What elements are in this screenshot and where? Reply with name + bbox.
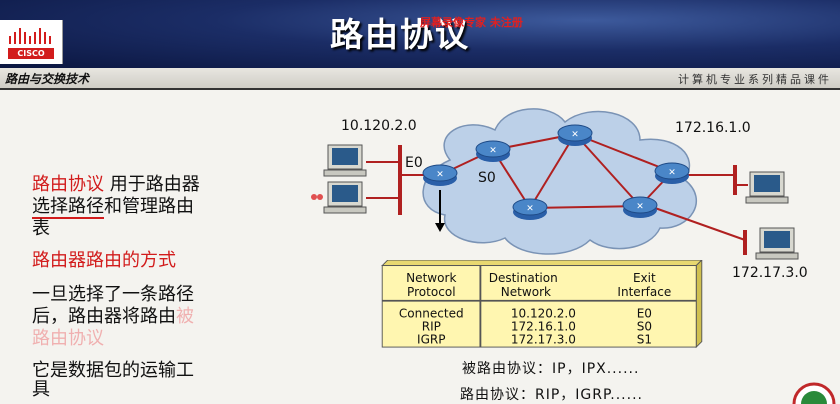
cisco-logo-text: CISCO: [8, 48, 54, 59]
bullet-faded-text: 被: [176, 306, 194, 327]
network-label-left: 10.120.2.0: [341, 118, 417, 134]
bullet-line: 它是数据包的运输工: [32, 360, 194, 381]
svg-text:✕: ✕: [526, 204, 534, 214]
bullet-faded-text: 路由协议: [32, 328, 104, 349]
table-header: Protocol: [407, 285, 455, 299]
table-header: Network: [501, 285, 551, 299]
table-header: Exit: [633, 271, 656, 285]
table-cell: S1: [637, 332, 652, 346]
bullet-routing-method: 路由器路由的方式: [32, 250, 176, 271]
svg-text:✕: ✕: [571, 130, 579, 140]
table-cell: RIP: [422, 319, 441, 333]
router-icon: ✕: [557, 124, 593, 146]
router-icon: ✕: [654, 162, 690, 184]
computer-icon: [745, 171, 789, 204]
bullet-line: 表: [32, 218, 50, 239]
cisco-logo: CISCO: [0, 20, 63, 64]
bullet-keyword-underlined: 选择路径: [32, 196, 104, 219]
cisco-bars-icon: [9, 28, 51, 44]
footnote-routing-protocols: 路由协议：RIP，IGRP......: [460, 387, 643, 403]
bullet-line: 选择路径和管理路由: [32, 196, 194, 219]
svg-text:✕: ✕: [436, 170, 444, 180]
table-cell: Connected: [399, 306, 464, 320]
bullet-line: 具: [32, 379, 50, 400]
interface-label-e0: E0: [405, 155, 423, 171]
table-cell: 10.120.2.0: [511, 306, 576, 320]
table-cell: IGRP: [417, 332, 446, 346]
network-label-top-right: 172.16.1.0: [675, 120, 751, 136]
routing-table: Network Protocol Destination Network Exi…: [381, 260, 703, 348]
series-name: 计算机专业系列精品课件: [678, 73, 832, 86]
router-icon: ✕: [475, 140, 511, 162]
title-banner: CISCO 路由协议 屏幕录像专家 未注册: [0, 0, 840, 68]
svg-text:✕: ✕: [668, 168, 676, 178]
bullet-keyword: 路由协议: [32, 174, 104, 195]
table-header: Interface: [617, 285, 671, 299]
course-name: 路由与交换技术: [5, 72, 90, 86]
network-label-bottom-right: 172.17.3.0: [732, 265, 808, 281]
interface-label-s0: S0: [478, 170, 496, 186]
table-header: Network: [406, 271, 456, 285]
slide-content: ✕ ✕ ✕ ✕ ✕ ✕: [0, 90, 840, 403]
table-cell: 172.17.3.0: [511, 332, 576, 346]
computer-icon: [755, 227, 799, 260]
table-cell: 172.16.1.0: [511, 319, 576, 333]
bullet-text: 用于路由器: [104, 174, 200, 195]
computer-icon: [323, 144, 367, 177]
bullet-line: 一旦选择了一条路径: [32, 284, 194, 305]
computer-icon: [323, 181, 367, 214]
slide-title: 路由协议: [330, 15, 470, 54]
network-diagram: ✕ ✕ ✕ ✕ ✕ ✕: [323, 108, 808, 281]
table-cell: S0: [637, 319, 652, 333]
router-icon: ✕: [622, 196, 658, 218]
bullet-diamond-icon: [311, 194, 323, 200]
school-emblem-icon: [792, 382, 836, 404]
bullet-line: 后，路由器将路由被: [32, 306, 194, 328]
router-icon: ✕: [512, 198, 548, 220]
course-bar: 路由与交换技术 计算机专业系列精品课件: [0, 68, 840, 90]
bullet-text: 后，路由器将路由: [32, 306, 176, 327]
bullet-routing-protocol: 路由协议 用于路由器: [32, 174, 200, 196]
table-cell: E0: [637, 306, 652, 320]
footnote-routed-protocols: 被路由协议：IP，IPX......: [462, 361, 640, 377]
svg-text:✕: ✕: [636, 202, 644, 212]
recorder-watermark: 屏幕录像专家 未注册: [420, 16, 523, 29]
svg-text:✕: ✕: [489, 146, 497, 156]
bullet-text: 和管理路由: [104, 196, 194, 217]
router-icon: ✕: [422, 164, 458, 186]
table-header: Destination: [489, 271, 558, 285]
